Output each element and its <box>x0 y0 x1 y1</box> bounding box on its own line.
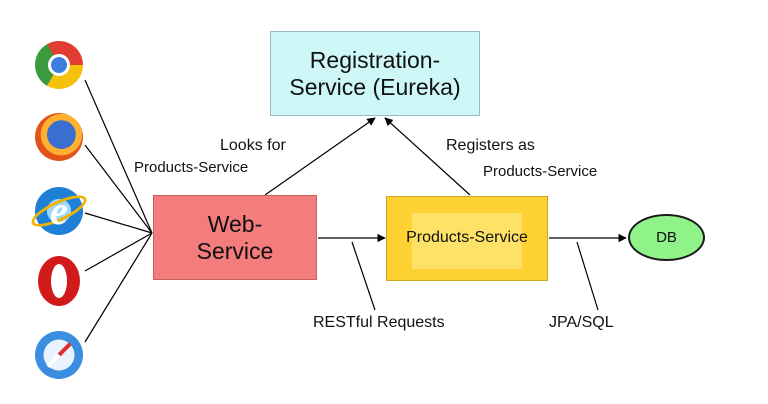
client-line-ie <box>84 212 153 234</box>
ie-letter: e <box>50 188 68 233</box>
client-line-opera <box>84 232 153 272</box>
client-line-chrome <box>84 79 153 234</box>
registration-service-label: Registration- Service (Eureka) <box>289 47 461 100</box>
client-line-safari <box>84 232 153 343</box>
jpa-sql-label: JPA/SQL <box>549 314 614 331</box>
products-service-inner <box>412 213 522 269</box>
register-arrow <box>384 117 471 196</box>
web-service-box: Web- Service <box>153 195 317 280</box>
firefox-icon <box>35 113 83 161</box>
client-line-firefox <box>84 144 153 234</box>
restful-pointer <box>351 241 376 311</box>
web-service-label: Web- Service <box>196 211 274 264</box>
database-label: DB <box>656 228 677 246</box>
database-node: DB <box>628 214 705 261</box>
opera-icon <box>38 256 80 306</box>
jpa-pointer <box>576 241 599 311</box>
internet-explorer-icon: e <box>27 187 91 235</box>
looks-for-label: Looks for <box>220 137 286 154</box>
restful-requests-label: RESTful Requests <box>313 314 445 331</box>
chrome-icon <box>35 41 83 89</box>
products-service-box: Products-Service <box>386 196 548 281</box>
registers-as-target-label: Products-Service <box>483 163 598 180</box>
looks-for-target-label: Products-Service <box>134 159 249 176</box>
lookup-arrow <box>264 117 376 196</box>
registers-as-label: Registers as <box>446 137 535 154</box>
products-service-label: Products-Service <box>406 229 528 247</box>
registration-service-box: Registration- Service (Eureka) <box>270 31 480 116</box>
safari-compass-needle <box>46 342 72 368</box>
safari-icon <box>35 331 83 379</box>
